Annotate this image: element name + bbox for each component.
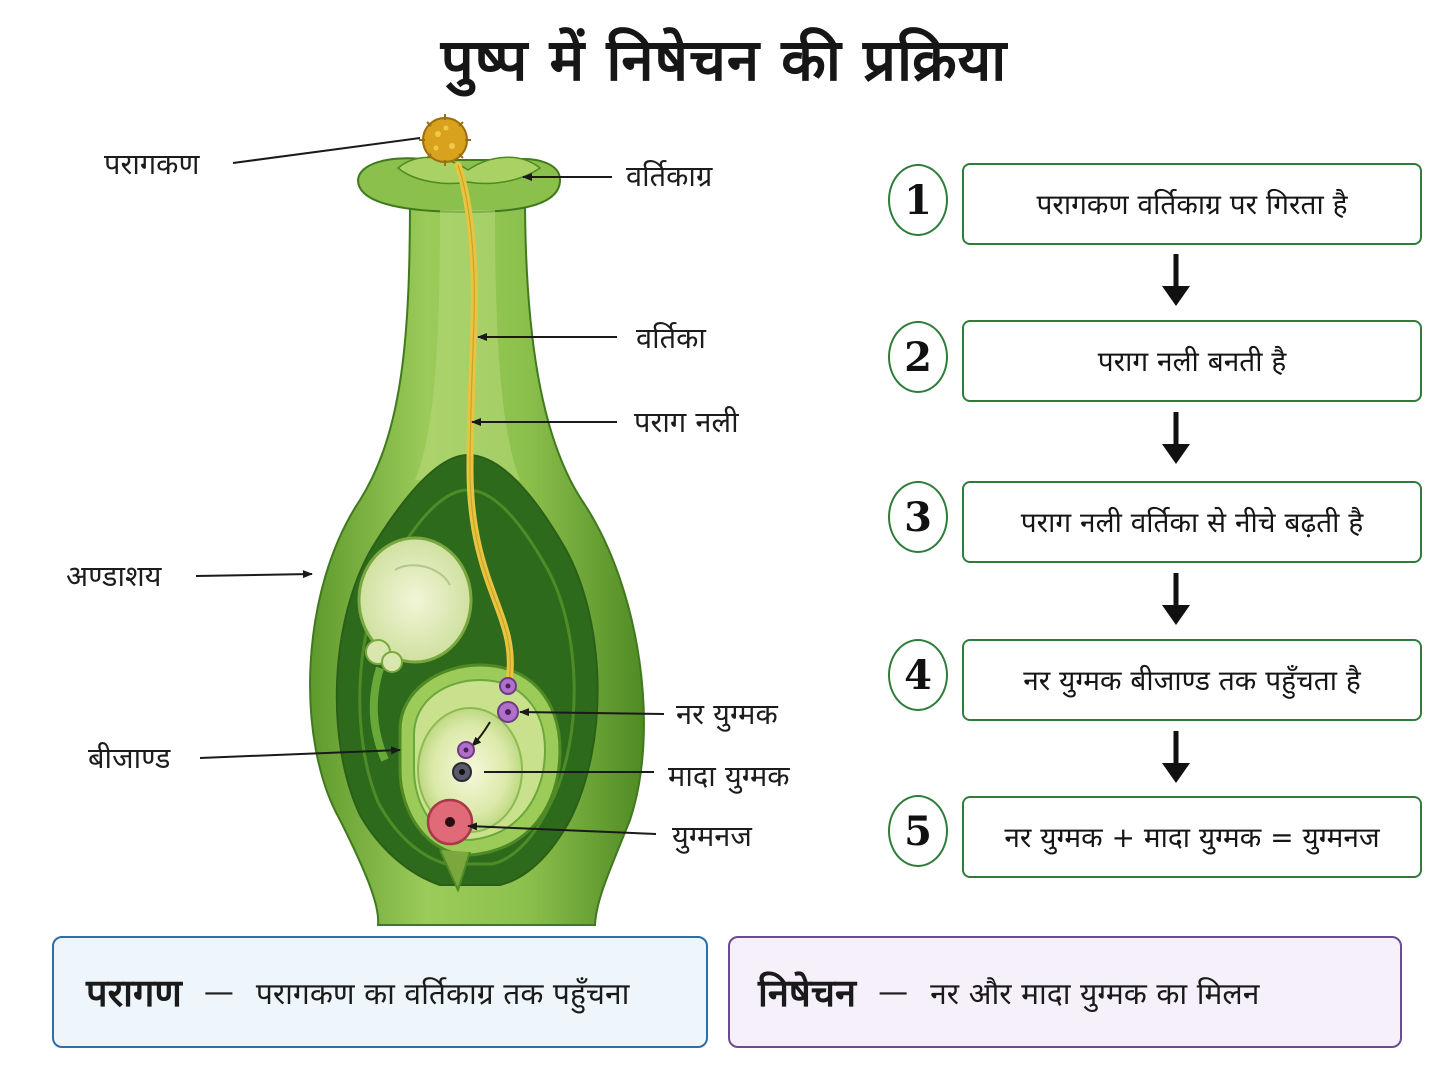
step-4-number: 4 [888,639,948,711]
step-2-number: 2 [888,321,948,393]
female-gamete [452,762,472,782]
definition-fertilization: निषेचन — नर और मादा युग्मक का मिलन [728,936,1402,1048]
zygote [426,798,474,846]
definition-fertilization-dash: — [878,974,909,1010]
step-5-number: 5 [888,795,948,867]
page-title: पुष्प में निषेचन की प्रक्रिया [440,26,1008,94]
label-zygote: युग्मनज [672,819,752,854]
label-ovule: बीजाण्ड [88,741,171,775]
step-4-box: नर युग्मक बीजाण्ड तक पहुँचता है [962,639,1422,721]
leader-lines [195,137,665,835]
definition-pollination-text: परागकण का वर्तिकाग्र तक पहुँचना [255,976,630,1012]
label-style: वर्तिका [636,321,706,355]
definition-fertilization-term: निषेचन [758,971,857,1015]
arrow-down-icon [1162,412,1190,464]
step-2-box: पराग नली बनती है [962,320,1422,402]
arrow-down-icon [1162,731,1190,783]
step-3-box: पराग नली वर्तिका से नीचे बढ़ती है [962,481,1422,563]
definition-pollination: परागण — परागकण का वर्तिकाग्र तक पहुँचना [52,936,708,1048]
label-female-gamete: मादा युग्मक [668,759,790,794]
step-1-box: परागकण वर्तिकाग्र पर गिरता है [962,163,1422,245]
arrow-down-icon [1162,573,1190,625]
label-ovary: अण्डाशय [66,559,163,593]
arrow-down-icon [1162,254,1190,306]
step-1-number: 1 [888,164,948,236]
label-pollen: परागकण [104,147,200,181]
label-male-gamete: नर युग्मक [676,697,778,732]
definition-fertilization-text: नर और मादा युग्मक का मिलन [930,976,1260,1012]
step-3-number: 3 [888,481,948,553]
step-5-box: नर युग्मक + मादा युग्मक = युग्मनज [962,796,1422,878]
definition-pollination-term: परागण [86,971,182,1015]
label-stigma: वर्तिकाग्र [626,159,713,193]
pollen-grain [419,114,471,166]
definition-pollination-dash: — [203,974,234,1010]
label-pollen-tube: पराग नली [634,405,739,439]
male-gametes [457,677,519,759]
